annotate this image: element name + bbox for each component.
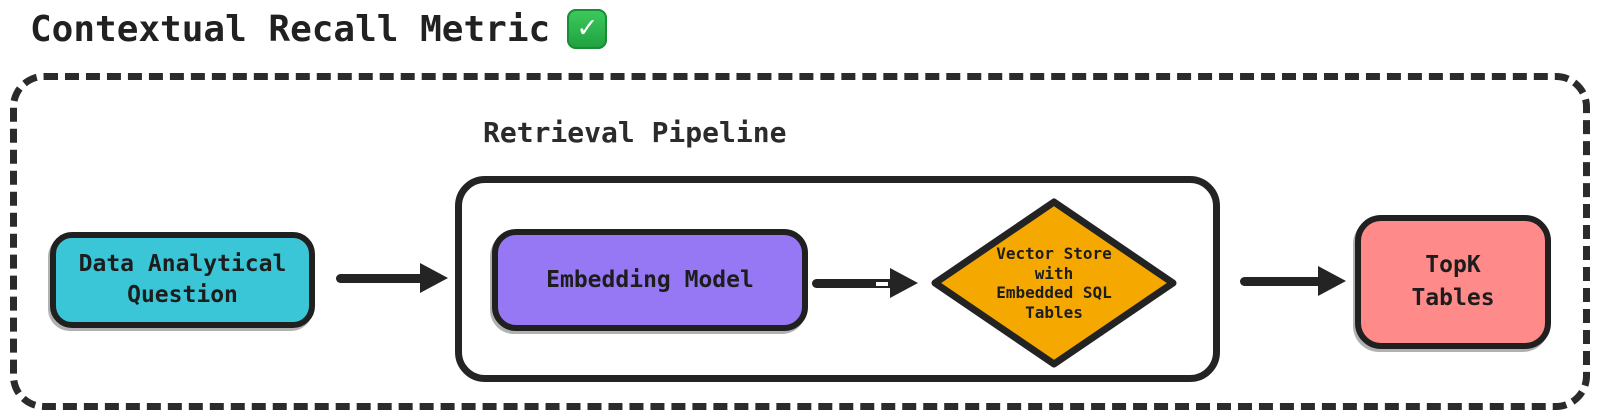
arrow-shaft — [812, 279, 894, 288]
arrow-head-icon — [1318, 266, 1346, 296]
check-mark-emoji: ✓ — [567, 9, 608, 49]
title-text: Contextual Recall Metric — [30, 8, 551, 50]
page-title: Contextual Recall Metric ✓ — [30, 4, 608, 54]
node-data-analytical-question: Data Analytical Question — [50, 232, 315, 328]
pipeline-title: Retrieval Pipeline — [483, 116, 787, 149]
check-glyph: ✓ — [578, 10, 597, 45]
arrow-notch — [876, 282, 888, 286]
diamond-shape — [931, 198, 1177, 368]
arrow-shaft — [336, 274, 424, 283]
node-vector-store-label: Vector Store with Embedded SQL Tables — [996, 244, 1112, 322]
arrow-head-icon — [890, 268, 918, 298]
outer-dashed-frame — [10, 73, 1590, 410]
node-topk-tables: TopK Tables — [1355, 215, 1551, 349]
arrow-shaft — [1240, 277, 1322, 286]
node-embedding-model: Embedding Model — [492, 229, 808, 331]
node-vector-store-diamond — [931, 198, 1177, 368]
arrow-head-icon — [420, 263, 448, 293]
pipeline-frame — [455, 176, 1220, 382]
